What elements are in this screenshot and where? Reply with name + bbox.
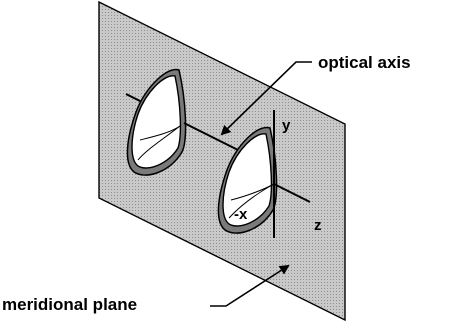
- meridional-plane-label: meridional plane: [2, 295, 137, 314]
- optical-axis-label: optical axis: [318, 53, 411, 72]
- y-axis-label: y: [282, 117, 291, 134]
- z-axis-label: z: [314, 217, 322, 234]
- neg-x-axis-label: -x: [234, 206, 248, 223]
